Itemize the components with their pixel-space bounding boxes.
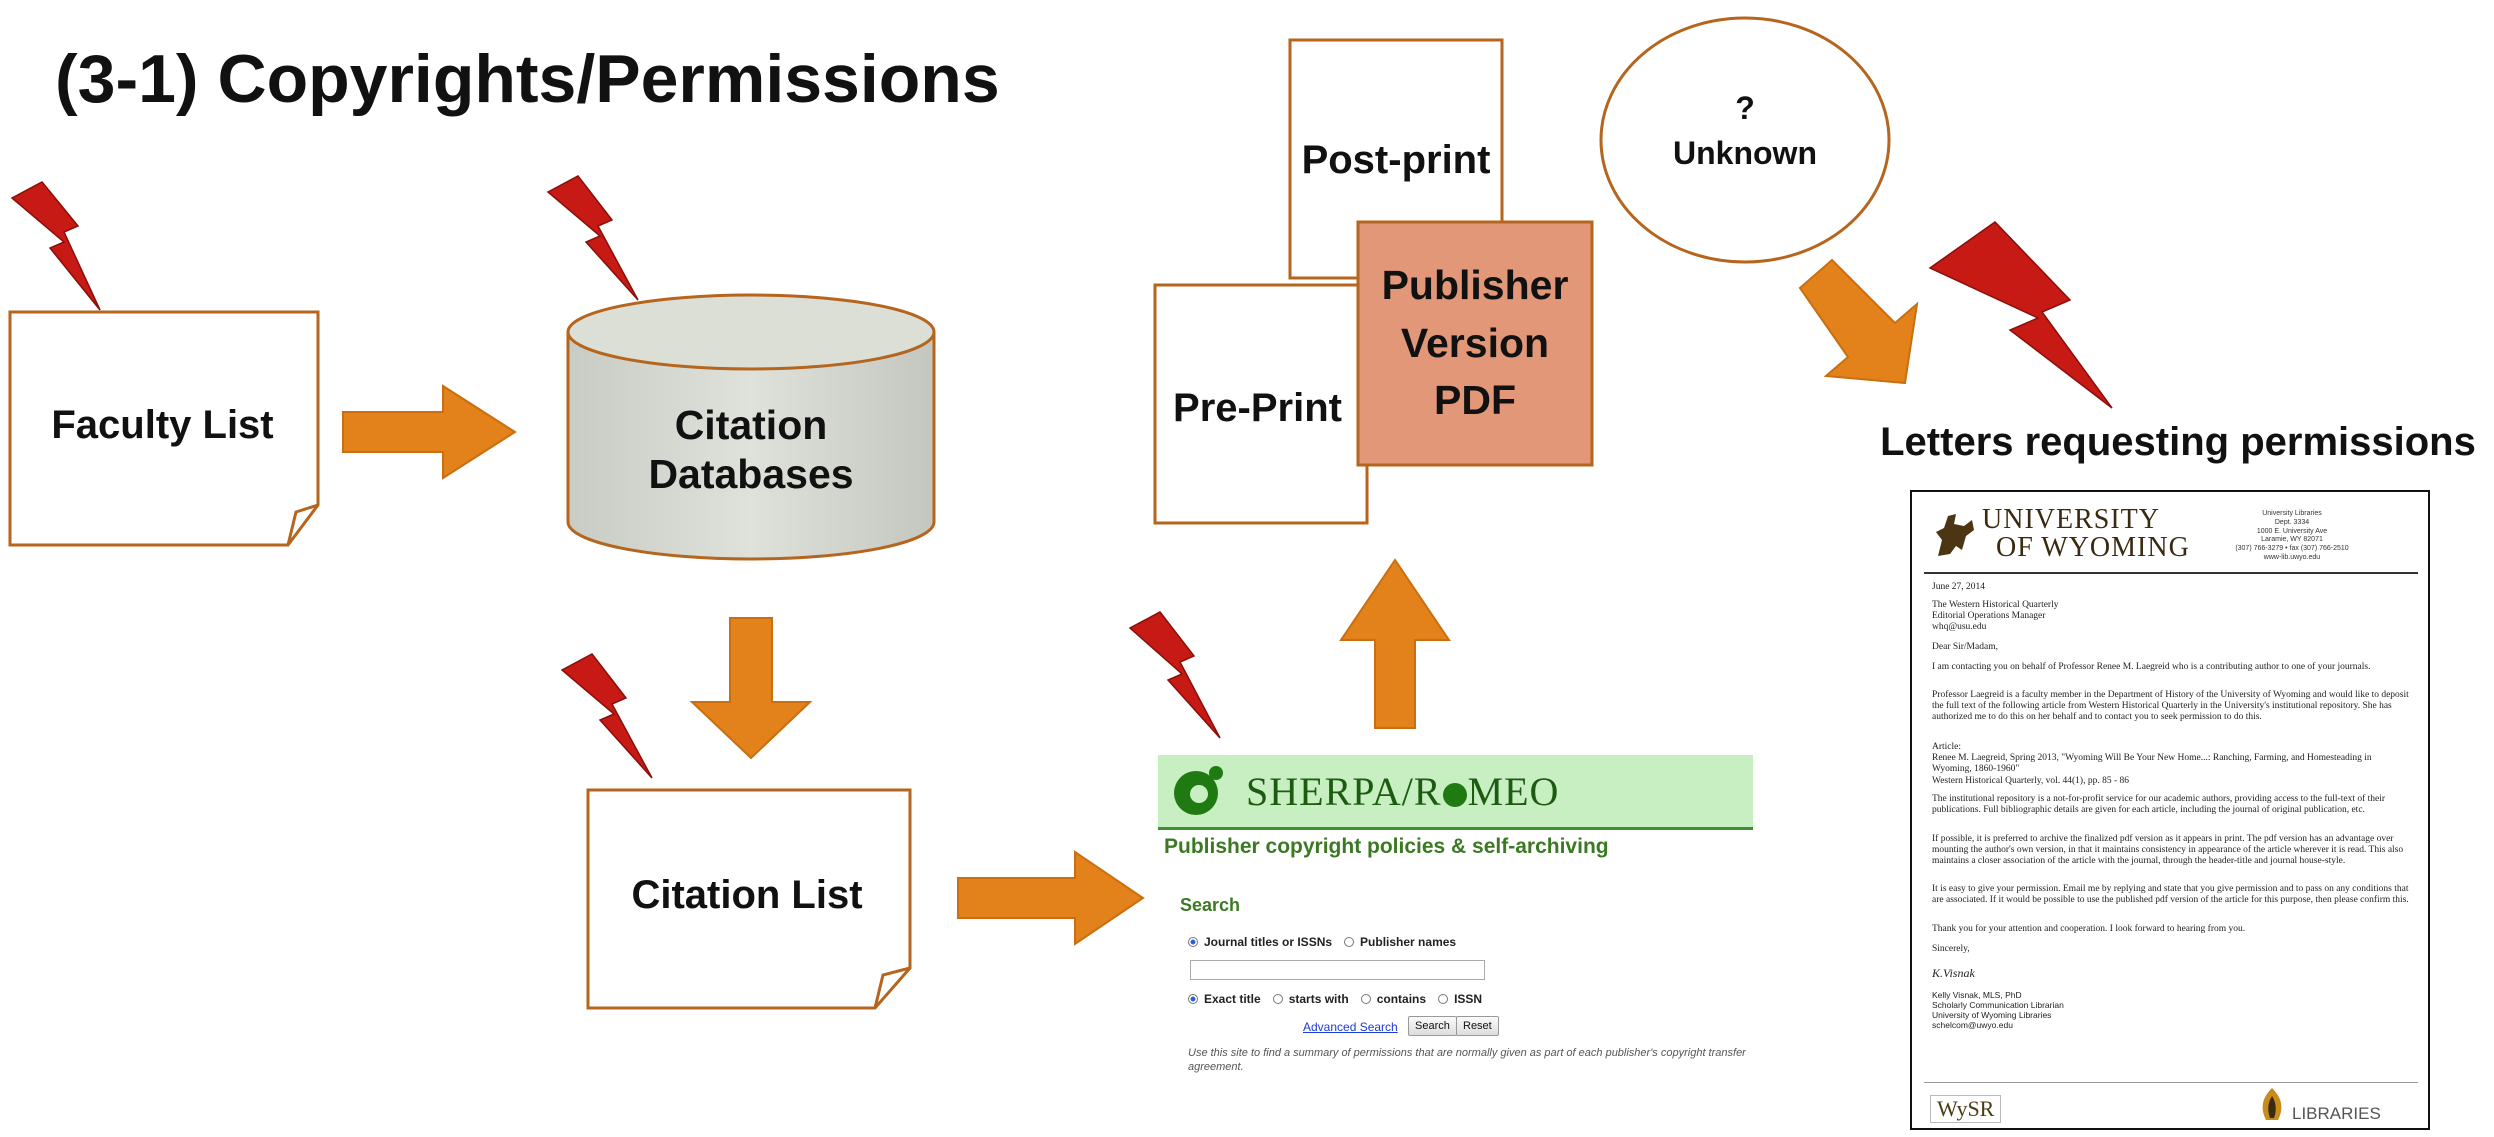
letterhead-address: University Libraries Dept. 3334 1000 E. … [2235, 510, 2349, 561]
radio-publisher-names-label: Publisher names [1360, 935, 1457, 949]
arrow-down-icon [689, 617, 813, 760]
sherpa-logo-icon [1174, 766, 1223, 815]
arrow-right-icon [957, 850, 1145, 946]
letter-closing: Sincerely, [1932, 944, 1970, 954]
letter-paragraph-6: Thank you for your attention and coopera… [1932, 924, 2246, 934]
sherpa-note: Use this site to find a summary of permi… [1188, 1047, 1746, 1073]
page-title: (3-1) Copyrights/Permissions [55, 41, 1000, 117]
sherpa-romeo-panel: SHERPA/R MEO Publisher copyright policies… [1158, 755, 1753, 1085]
lightning-bolt-icon [1128, 611, 1221, 739]
letter-paragraph-4: If possible, it is preferred to archive … [1932, 834, 2404, 867]
lightning-bolt-icon [10, 181, 101, 311]
sherpa-name-start: SHERPA/R [1246, 768, 1442, 814]
letter-signer: Kelly Visnak, MLS, PhD Scholarly Communi… [1932, 990, 2064, 1031]
citation-list-label: Citation List [631, 873, 863, 917]
libraries-flame-icon [2262, 1088, 2282, 1120]
lightning-bolt-icon [546, 175, 639, 301]
pre-print-box [1153, 283, 1369, 525]
search-type-row: Journal titles or ISSNs Publisher names [1188, 935, 1456, 949]
lightning-bolt-icon [1928, 221, 2113, 409]
letter-paragraph-2: Professor Laegreid is a faculty member i… [1932, 690, 2409, 723]
letter-salutation: Dear Sir/Madam, [1932, 642, 1998, 652]
radio-publisher-names[interactable] [1344, 937, 1355, 947]
lightning-bolt-icon [560, 653, 653, 779]
radio-starts-with[interactable] [1272, 994, 1283, 1004]
letter-footer-rule [1924, 1082, 2418, 1083]
letter-recipient: The Western Historical Quarterly Editori… [1932, 600, 2059, 633]
radio-issn-label: ISSN [1454, 992, 1483, 1006]
citation-databases-cylinder [566, 293, 936, 561]
radio-exact-title-label: Exact title [1204, 992, 1261, 1006]
citation-databases-label: Citation Databases [648, 401, 854, 497]
university-wordmark-line2: OF WYOMING [1996, 532, 2190, 563]
sherpa-banner: SHERPA/R MEO [1158, 755, 1753, 830]
wysr-logo: WySR [1930, 1095, 2002, 1123]
faculty-list-shape [8, 310, 320, 547]
arrow-right-icon [342, 384, 517, 480]
radio-starts-with-label: starts with [1288, 992, 1349, 1006]
letterhead-rule [1924, 572, 2418, 574]
radio-contains-label: contains [1376, 992, 1427, 1006]
letter-paragraph-5: It is easy to give your permission. Emai… [1932, 884, 2409, 906]
letter-paragraph-3: The institutional repository is a not-fo… [1932, 794, 2386, 816]
sherpa-name-end: MEO [1467, 768, 1560, 814]
letter-article: Article: Renee M. Laegreid, Spring 2013,… [1932, 742, 2372, 786]
libraries-logo: LIBRARIES [2292, 1104, 2381, 1123]
sherpa-search-input[interactable] [1190, 960, 1485, 980]
sherpa-tagline: Publisher copyright policies & self-arch… [1164, 835, 1609, 858]
post-print-label: Post-print [1301, 138, 1491, 182]
radio-contains[interactable] [1360, 994, 1371, 1004]
pre-print-label: Pre-Print [1173, 386, 1342, 430]
letters-heading: Letters requesting permissions [1880, 420, 2476, 464]
citation-list-shape [586, 788, 912, 1010]
faculty-list-label: Faculty List [51, 402, 274, 447]
university-wordmark: UNIVERSITY OF WYOMING [1982, 506, 2190, 562]
search-button[interactable]: Search [1408, 1016, 1457, 1036]
university-wordmark-line1: UNIVERSITY [1982, 504, 2160, 535]
bucking-horse-logo-icon [1936, 514, 1974, 556]
letter-paragraph-1: I am contacting you on behalf of Profess… [1932, 662, 2371, 672]
reset-button[interactable]: Reset [1456, 1016, 1499, 1036]
unknown-mark: ? [1735, 89, 1755, 126]
radio-exact-title[interactable] [1188, 994, 1198, 1004]
publisher-version-box [1356, 220, 1594, 467]
letter-signature: K.Visnak [1932, 966, 1975, 980]
unknown-label: Unknown [1673, 134, 1817, 171]
radio-journal-titles-label: Journal titles or ISSNs [1204, 935, 1333, 949]
radio-journal-titles[interactable] [1188, 937, 1198, 947]
unknown-ellipse [1599, 16, 1891, 264]
arrow-up-icon [1339, 558, 1451, 729]
permission-letter: UNIVERSITY OF WYOMING University Librari… [1910, 490, 2430, 1130]
letter-date: June 27, 2014 [1932, 582, 1986, 592]
radio-issn[interactable] [1438, 994, 1449, 1004]
match-type-row: Exact title starts with contains ISSN [1188, 992, 1482, 1006]
publisher-version-label: Publisher Version PDF [1381, 262, 1569, 424]
arrow-down-icon [1798, 258, 1919, 385]
sherpa-search-heading: Search [1180, 895, 1241, 915]
sherpa-name-o-icon [1442, 782, 1467, 807]
advanced-search-link[interactable]: Advanced Search [1303, 1020, 1398, 1034]
